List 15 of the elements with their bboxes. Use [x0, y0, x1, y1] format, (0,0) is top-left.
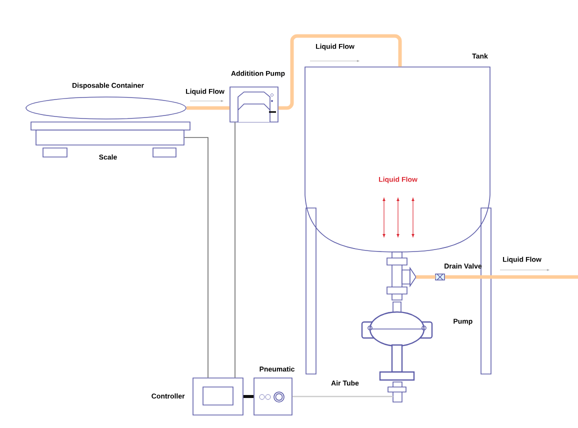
- connector-line: [234, 122, 236, 378]
- pipe: [444, 275, 578, 279]
- connector-line: [243, 395, 254, 398]
- tank-drawing: [304, 66, 492, 374]
- connector-line: [184, 137, 208, 378]
- pneumatic-box: [254, 378, 292, 416]
- valve-symbol: [435, 274, 445, 280]
- controller-box: [192, 378, 244, 416]
- pump-drawing: [361, 302, 433, 402]
- pump-box: [230, 86, 278, 122]
- scale-drawing: [30, 122, 190, 158]
- connector-line: [292, 396, 393, 398]
- container-ellipse: [26, 96, 186, 120]
- pipe: [186, 106, 230, 110]
- pipe: [278, 34, 402, 110]
